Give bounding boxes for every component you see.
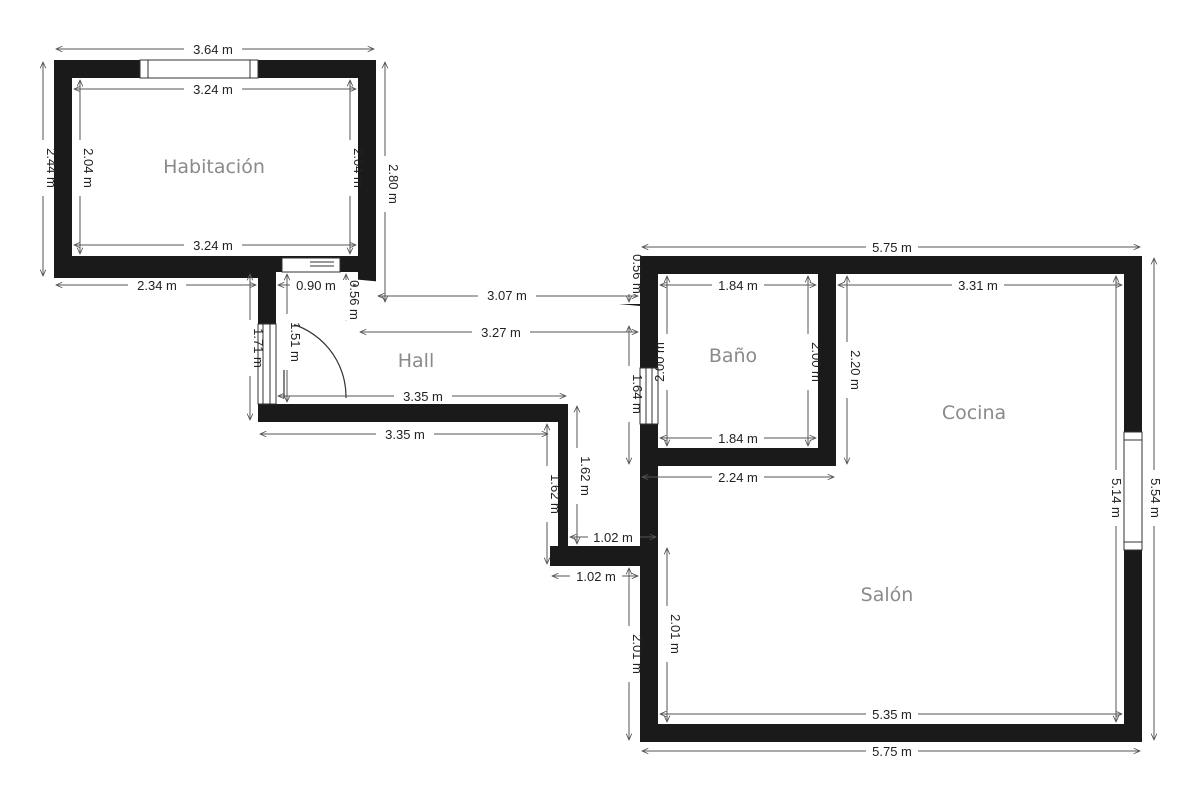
dim-below-hab: 2.34 m xyxy=(137,278,177,293)
dim-corridor-top: 3.07 m xyxy=(487,288,527,303)
dim-right-bottom: 5.75 m xyxy=(872,744,912,759)
dim-right-top: 5.75 m xyxy=(872,240,912,255)
window-habitacion xyxy=(139,59,259,79)
floor-salon-cocina xyxy=(658,274,1124,724)
windows xyxy=(139,59,1143,551)
dim-bath-right: 2.00 m xyxy=(809,342,824,382)
window-cocina xyxy=(1123,431,1143,551)
room-label-cocina: Cocina xyxy=(942,402,1006,424)
dim-step-outer-v: 1.62 m xyxy=(548,474,563,514)
dim-hab-outer-top: 3.64 m xyxy=(193,42,233,57)
dim-hall-door: 0.90 m xyxy=(296,278,336,293)
dim-label-bg xyxy=(128,42,1004,758)
room-label-habitacion: Habitación xyxy=(163,156,265,178)
dim-hall-bottom-outer: 3.35 m xyxy=(385,427,425,442)
window-bano xyxy=(639,367,659,425)
wall-step xyxy=(558,422,568,546)
dim-right-inner-v: 5.14 m xyxy=(1109,478,1124,518)
dim-hab-left-inner: 2.04 m xyxy=(81,148,96,188)
wall-bath-right xyxy=(818,274,836,466)
floor-habitacion xyxy=(72,78,358,256)
room-labels: Habitación Hall Baño Cocina Salón xyxy=(163,156,1006,606)
dim-right-outer-v: 5.54 m xyxy=(1148,478,1163,518)
wall-hall-bottom xyxy=(258,404,568,422)
dim-hab-right-inner: 2.04 m xyxy=(351,148,366,188)
dim-cocina-wall: 2.20 m xyxy=(848,350,863,390)
dim-step-inner-v: 1.62 m xyxy=(578,456,593,496)
room-label-salon: Salón xyxy=(861,584,914,606)
dim-corridor-inner: 3.27 m xyxy=(481,325,521,340)
dim-label-bg-vertical xyxy=(36,140,1161,682)
dim-hab-inner-bottom: 3.24 m xyxy=(193,238,233,253)
dim-step-inner-h: 1.02 m xyxy=(593,530,633,545)
dim-bath-top: 1.84 m xyxy=(718,278,758,293)
dimension-labels: 3.64 m 3.24 m 3.24 m 2.34 m 0.90 m 3.07 … xyxy=(36,42,1163,759)
dim-cocina-top: 3.31 m xyxy=(958,278,998,293)
dim-salon-inner-bottom: 5.35 m xyxy=(872,707,912,722)
dim-hab-left-outer: 2.44 m xyxy=(44,148,59,188)
room-label-bano: Baño xyxy=(709,345,757,367)
dim-hab-right-outer: 2.80 m xyxy=(386,164,401,204)
floor-bano-inner xyxy=(658,274,818,448)
dim-salon-left-outer: 2.01 m xyxy=(630,634,645,674)
dim-step-outer-h: 1.02 m xyxy=(576,569,616,584)
floor-corridor-strip xyxy=(358,306,634,322)
dim-bath-left: 2.00 m xyxy=(652,342,667,382)
room-label-hall: Hall xyxy=(398,350,435,372)
dim-hab-inner-top: 3.24 m xyxy=(193,82,233,97)
dim-salon-left-inner: 2.01 m xyxy=(668,614,683,654)
dim-hall-left-inner: 1.51 m xyxy=(288,322,303,362)
dim-hall-bottom-inner: 3.35 m xyxy=(403,389,443,404)
dim-bath-outer-bottom: 2.24 m xyxy=(718,470,758,485)
hall-wall-ring xyxy=(258,404,568,422)
dim-hall-small: 0.56 m xyxy=(347,280,362,320)
dim-bath-bottom: 1.84 m xyxy=(718,431,758,446)
dim-hall-left-outer: 1.71 m xyxy=(251,328,266,368)
window-hall-top xyxy=(281,257,341,273)
dim-bath-outer-left: 1.64 m xyxy=(630,374,645,414)
dim-bath-small: 0.56 m xyxy=(630,254,645,294)
wall-bath-bottom xyxy=(640,448,836,466)
